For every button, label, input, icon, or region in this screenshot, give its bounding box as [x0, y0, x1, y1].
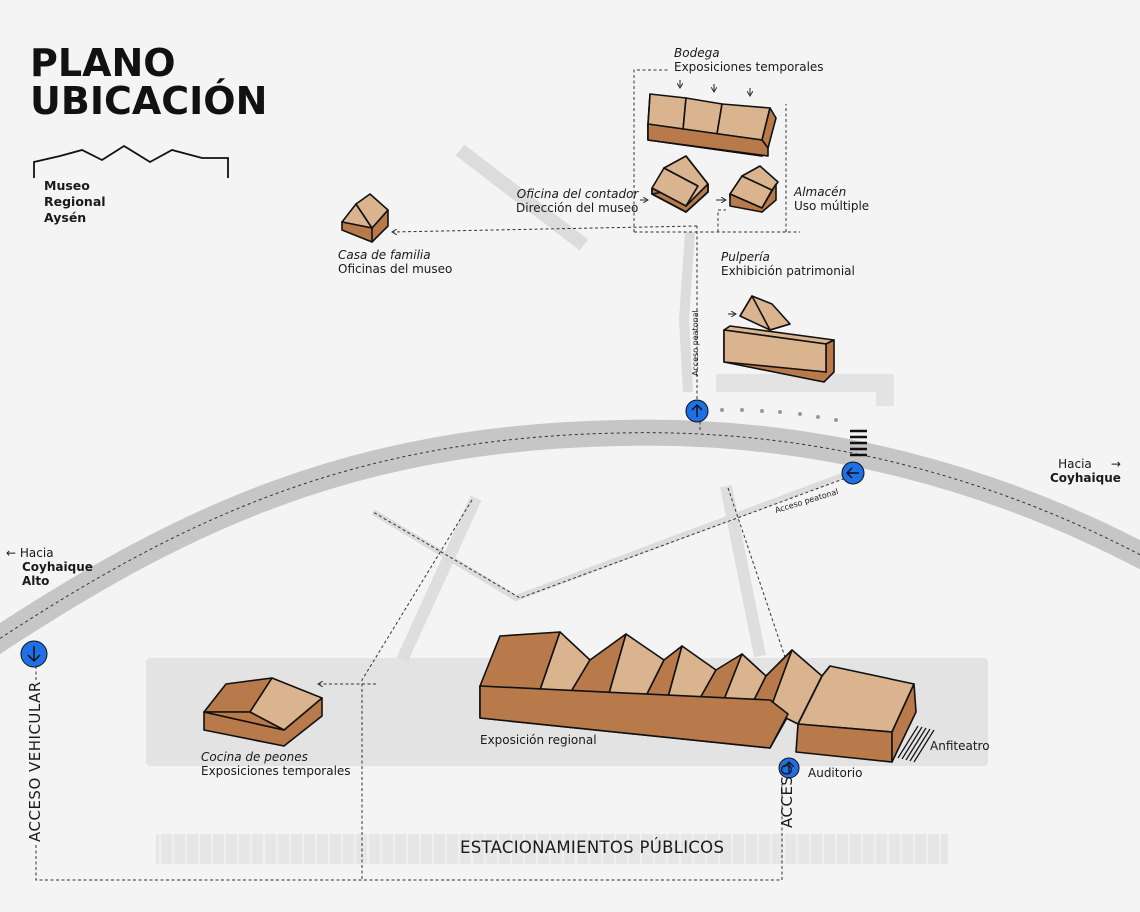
building-almacen: [729, 165, 779, 213]
label-bodega: Bodega Exposiciones temporales: [674, 46, 824, 74]
building-cocina: [203, 677, 323, 747]
arrow-right-icon: →: [1110, 457, 1121, 471]
parking-zone: [156, 834, 948, 864]
building-pulperia: [723, 295, 835, 383]
access-marker-pedestrian-north[interactable]: [685, 399, 709, 423]
label-acceso: ACCESO: [778, 763, 796, 828]
label-parking: ESTACIONAMIENTOS PÚBLICOS: [460, 838, 725, 857]
label-exposicion: Exposición regional: [480, 733, 597, 747]
museum-logo: Museo Regional Aysén: [44, 178, 106, 225]
mountains-icon: [33, 144, 229, 178]
label-anfiteatro: Anfiteatro: [930, 739, 990, 753]
label-almacen: Almacén Uso múltiple: [794, 185, 870, 213]
road-centerline: [0, 432, 1140, 640]
access-marker-vehicular[interactable]: [20, 640, 48, 668]
access-marker-auditorio[interactable]: [778, 757, 800, 779]
arrow-left-icon: ←: [6, 546, 17, 560]
building-bodega: [647, 93, 777, 157]
amphitheatre-steps: [897, 725, 935, 763]
building-casa: [341, 193, 389, 243]
crosswalk: [850, 429, 867, 457]
road: [0, 419, 1140, 654]
path-left-diagonal: [396, 495, 482, 663]
building-exposicion: [479, 631, 823, 749]
label-auditorio: Auditorio: [808, 766, 863, 780]
path-top-diagonal: [455, 144, 589, 251]
path-pedestrian-vertical: [678, 231, 695, 393]
bollards: [720, 408, 838, 422]
routes: [35, 69, 854, 881]
building-oficina: [651, 155, 709, 213]
plaza-pulperia: [716, 374, 894, 406]
label-pulperia: Pulpería Exhibición patrimonial: [721, 250, 855, 278]
label-oficina: Oficina del contador Dirección del museo: [516, 187, 639, 215]
bodega-arrows: [680, 80, 750, 96]
label-acceso-peatonal-vertical: Acceso peatonal: [691, 310, 700, 376]
access-marker-pedestrian-east[interactable]: [841, 461, 865, 485]
parking-stalls: [159, 834, 941, 864]
label-cocina: Cocina de peones Exposiciones temporales: [201, 750, 351, 778]
building-auditorio: [795, 665, 917, 763]
direction-coyhaique-alto: ← Hacia Coyhaique Alto: [6, 546, 93, 588]
direction-coyhaique: Hacia → Coyhaique: [1050, 457, 1121, 485]
path-cross: [371, 473, 844, 602]
page-title: PLANO UBICACIÓN: [30, 41, 268, 123]
label-casa: Casa de familia Oficinas del museo: [338, 248, 453, 276]
label-acceso-vehicular: ACCESO VEHICULAR: [26, 681, 44, 842]
